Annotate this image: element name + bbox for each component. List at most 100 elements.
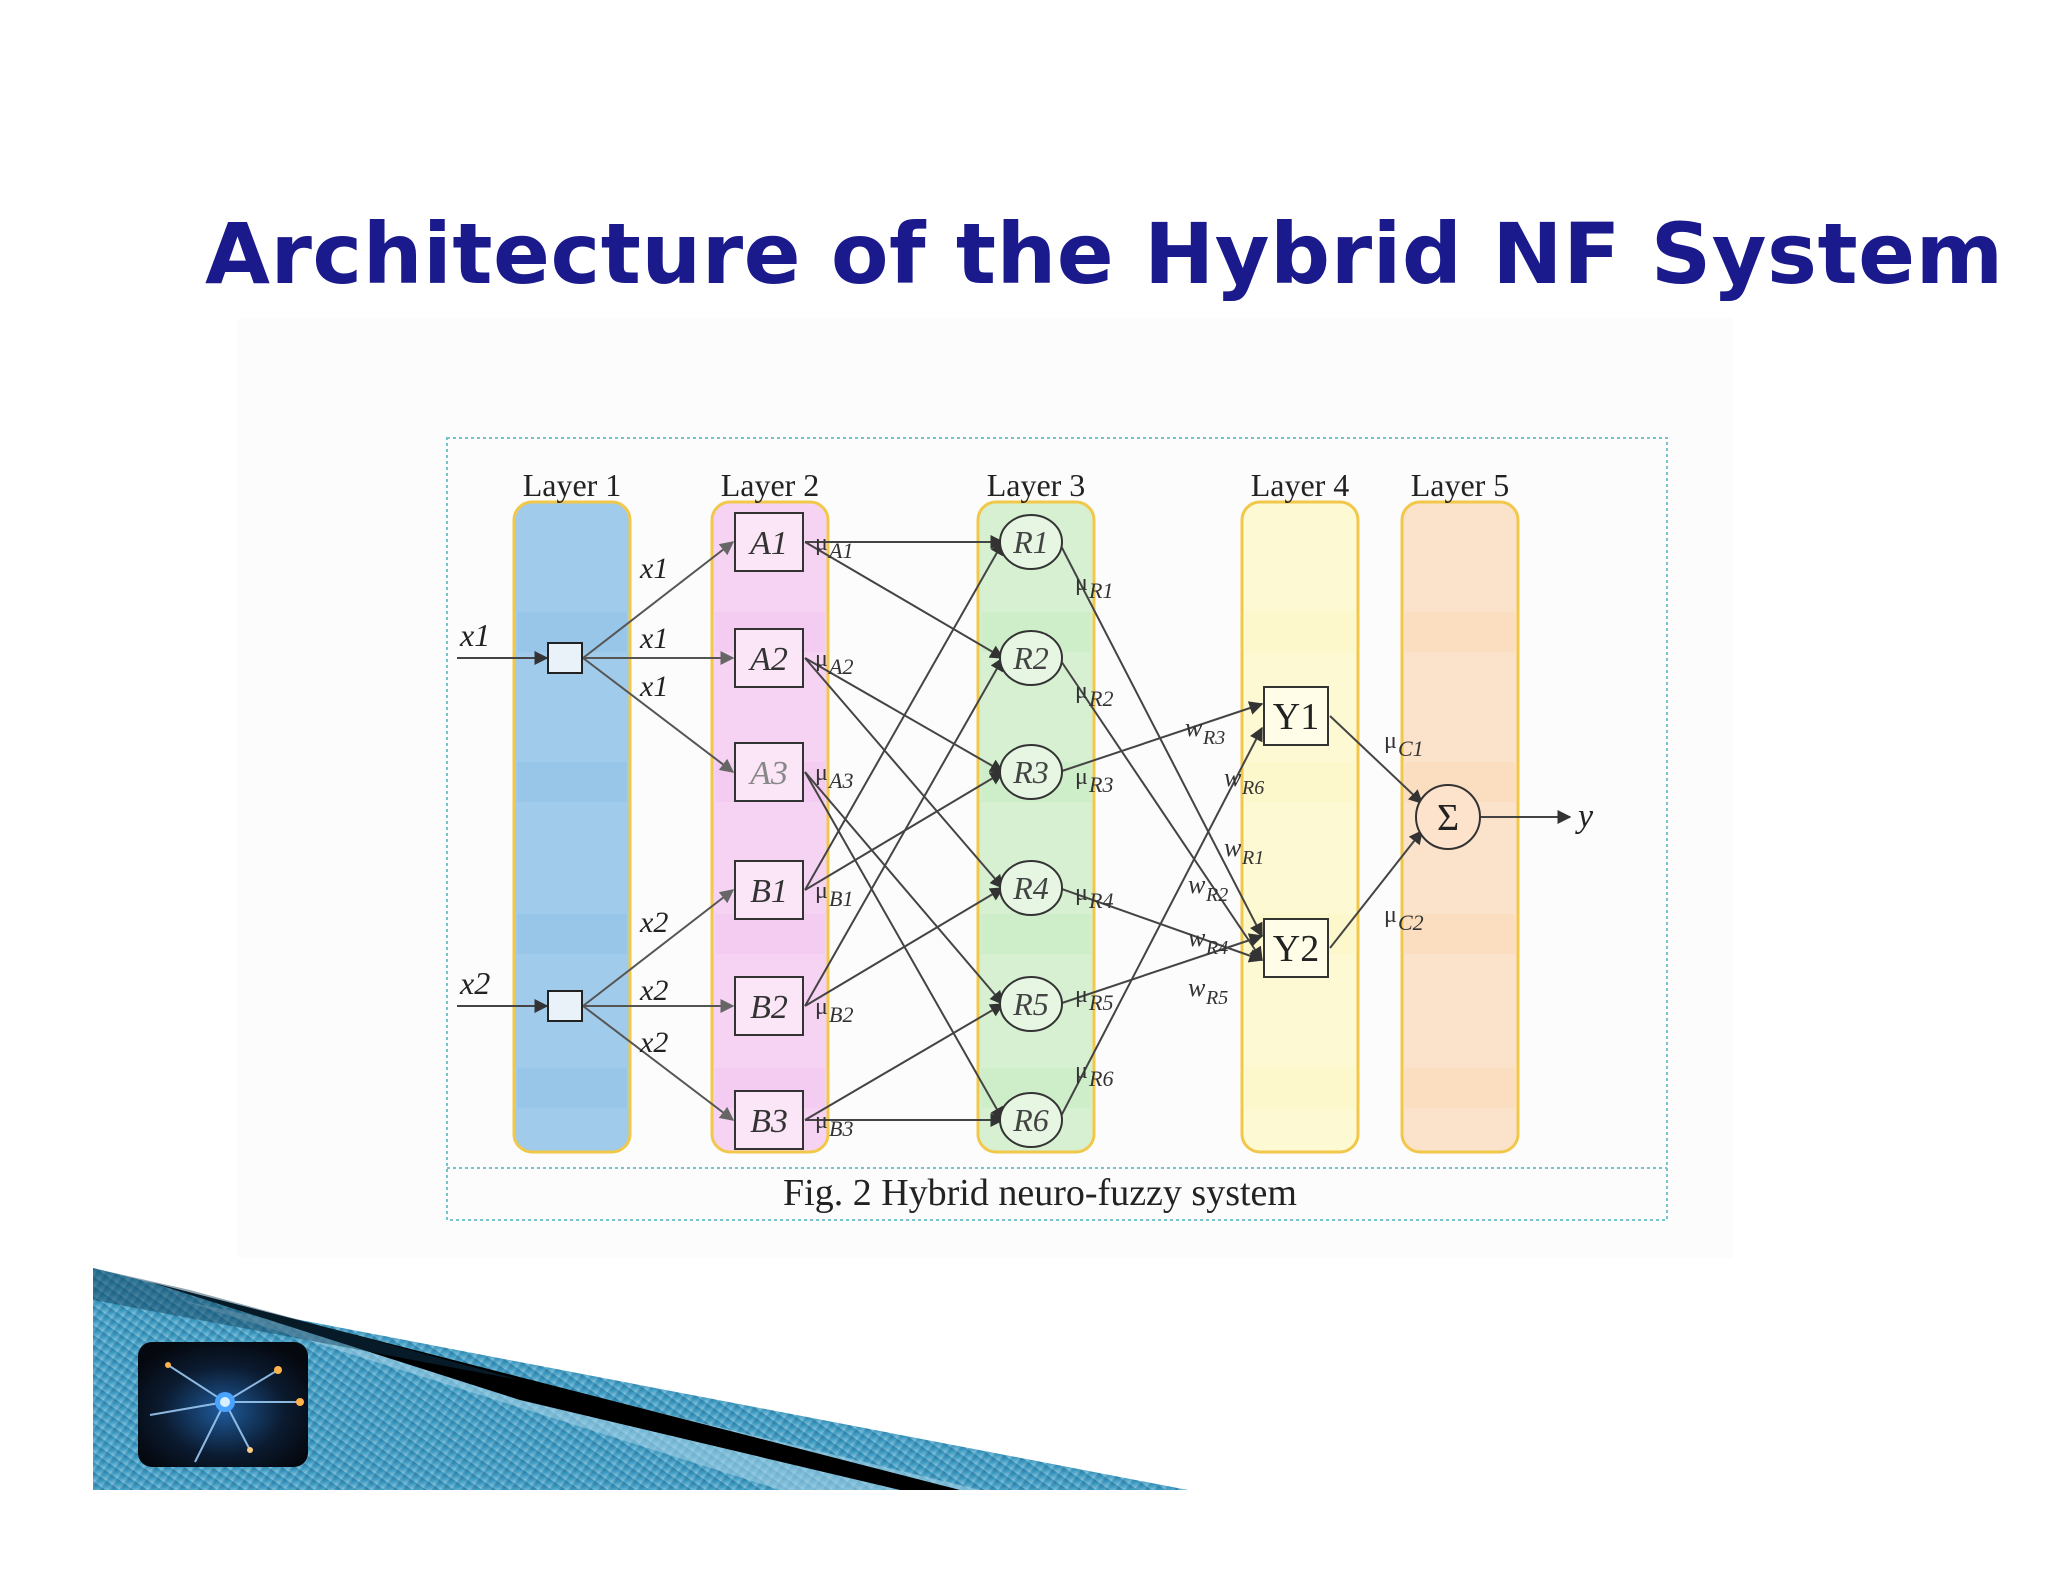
membership-rule-edge (804, 1003, 1005, 1121)
membership-rule-edge (804, 540, 1004, 891)
membership-output-label: μ (815, 760, 828, 786)
weight-sub: R4 (1205, 937, 1228, 959)
edge-label: x1 (639, 552, 668, 585)
edge-label: x2 (639, 974, 668, 1007)
layer-band-stripe (517, 914, 627, 954)
weight-label: w (1188, 923, 1206, 952)
membership-node-a3 (734, 742, 804, 802)
weight-sub: R2 (1205, 884, 1228, 906)
output-label: y (1575, 798, 1594, 835)
input-membership-edge (582, 657, 735, 773)
rule-output-edge (1058, 933, 1264, 1005)
membership-rule-edge (804, 657, 1004, 890)
rule-node-label: R5 (1012, 986, 1049, 1022)
membership-rule-edge (804, 541, 1005, 659)
input-membership-edge (582, 889, 735, 1007)
layer-band-stripe (1245, 612, 1355, 652)
membership-output-sub: B3 (829, 1116, 853, 1141)
layer-label-2: Layer 2 (721, 467, 820, 503)
layer-band-3 (976, 500, 1096, 1154)
membership-node-label: A1 (748, 525, 788, 562)
rule-output-label: μ (1075, 678, 1088, 704)
layer-label-5: Layer 5 (1411, 467, 1510, 503)
layer-band-stripe (1405, 914, 1515, 954)
membership-output-label: μ (815, 994, 828, 1020)
membership-output-label: μ (815, 878, 828, 904)
membership-output-label: μ (815, 1108, 828, 1134)
edge-label: x1 (639, 670, 668, 703)
weight-label: w (1188, 870, 1206, 899)
rule-output-label: μ (1075, 982, 1088, 1008)
edge-label: x1 (639, 622, 668, 655)
weight-sub: R6 (1241, 777, 1264, 799)
rule-node-label: R2 (1012, 640, 1049, 676)
output-node-label: Y2 (1273, 928, 1319, 970)
rule-output-sub: R5 (1088, 990, 1113, 1015)
figure-border (446, 437, 1668, 1221)
sum-symbol: Σ (1437, 797, 1459, 839)
layer-label-4: Layer 4 (1251, 467, 1350, 503)
rule-node-r6 (999, 1092, 1063, 1148)
layer-band-1 (512, 500, 632, 1154)
output-node-y2 (1263, 918, 1329, 978)
membership-output-sub: A2 (827, 654, 853, 679)
input-node (547, 990, 583, 1022)
membership-node-a1 (734, 512, 804, 572)
layer-band-stripe (517, 762, 627, 802)
rule-output-sub: R1 (1088, 578, 1113, 603)
weight-label: w (1224, 833, 1242, 862)
layer-band-2 (710, 500, 830, 1154)
membership-output-sub: A1 (827, 538, 853, 563)
output-sum-edge (1329, 715, 1424, 804)
layer-band-stripe (1245, 1068, 1355, 1108)
edge-label: x2 (639, 1026, 668, 1059)
layer-band-stripe (1405, 1068, 1515, 1108)
rule-node-r1 (999, 514, 1063, 570)
rule-node-label: R6 (1012, 1102, 1049, 1138)
output-mu-sub: C1 (1398, 736, 1424, 761)
weight-sub: R5 (1205, 987, 1228, 1009)
rule-node-r5 (999, 976, 1063, 1032)
membership-node-label: A2 (748, 641, 788, 678)
rule-output-label: μ (1075, 1058, 1088, 1084)
slide-title: Architecture of the Hybrid NF System (205, 205, 2004, 303)
layer-band-stripe (981, 914, 1091, 954)
layer-band-stripe (1245, 762, 1355, 802)
edge-label: x2 (639, 906, 668, 939)
membership-output-sub: B1 (829, 886, 853, 911)
weight-label: w (1224, 763, 1242, 792)
output-mu-sub: C2 (1398, 910, 1424, 935)
layer-label-1: Layer 1 (523, 467, 622, 503)
membership-rule-edge (804, 771, 1004, 1006)
weight-sub: R1 (1241, 847, 1264, 869)
rule-node-label: R4 (1012, 870, 1049, 906)
rule-output-sub: R3 (1088, 772, 1113, 797)
rule-output-label: μ (1075, 880, 1088, 906)
rule-output-edge (1058, 657, 1263, 962)
rule-node-label: R1 (1012, 524, 1049, 560)
layer-band-stripe (517, 1068, 627, 1108)
membership-output-sub: A3 (827, 768, 853, 793)
rule-node-r2 (999, 630, 1063, 686)
rule-output-sub: R2 (1088, 686, 1113, 711)
membership-output-sub: B2 (829, 1002, 853, 1027)
membership-node-b1 (734, 860, 804, 920)
membership-node-a2 (734, 628, 804, 688)
neuron-logo (138, 1342, 308, 1467)
membership-rule-edge (804, 656, 1004, 1007)
rule-node-r3 (999, 744, 1063, 800)
input-label-x2: x2 (459, 965, 490, 1001)
membership-output-label: μ (815, 646, 828, 672)
output-node-label: Y1 (1273, 696, 1319, 738)
membership-node-label: B3 (750, 1103, 788, 1140)
rule-output-sub: R4 (1088, 888, 1113, 913)
membership-node-label: A3 (748, 755, 788, 792)
membership-output-label: μ (815, 530, 828, 556)
weight-sub: R3 (1202, 727, 1225, 749)
membership-node-b3 (734, 1090, 804, 1150)
layer-band-stripe (1405, 612, 1515, 652)
output-mu-label: μ (1384, 902, 1397, 928)
layer-label-3: Layer 3 (987, 467, 1086, 503)
